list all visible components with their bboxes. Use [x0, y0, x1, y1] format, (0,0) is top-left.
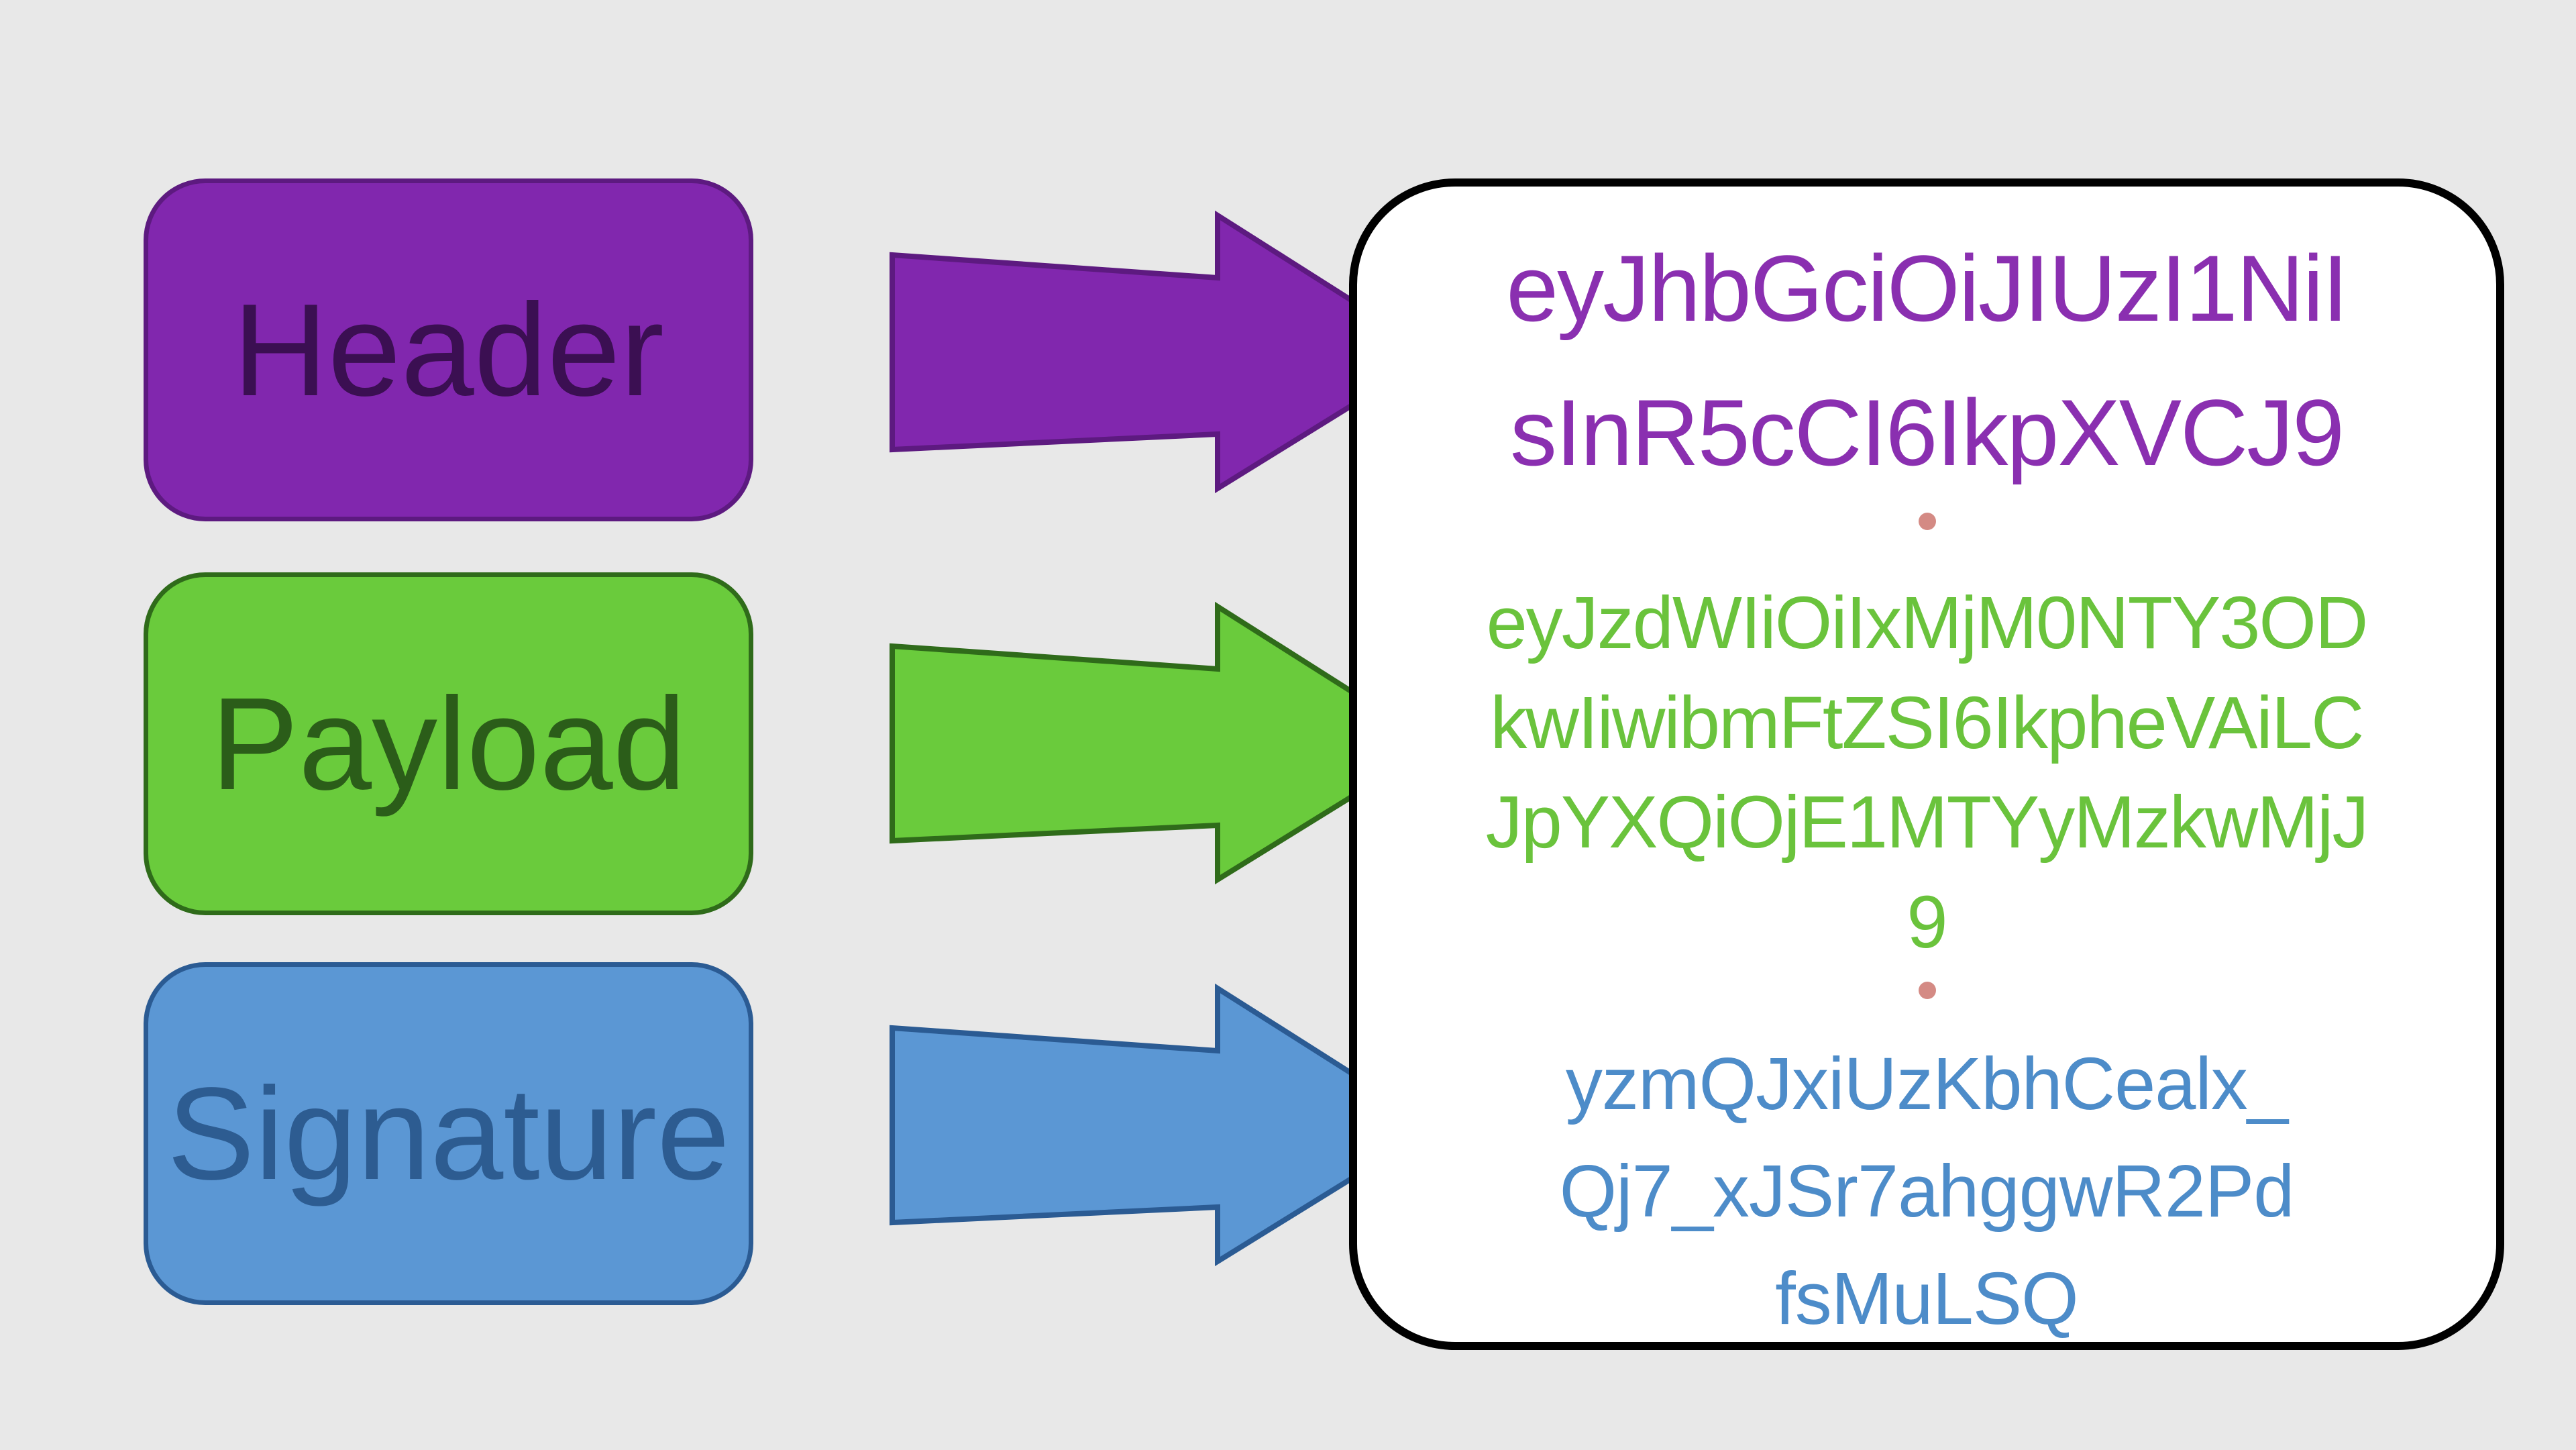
header-label: Header: [233, 276, 664, 423]
separator-dot: [1919, 513, 1936, 530]
signature-part-box: Signature: [144, 962, 753, 1305]
payload-part-box: Payload: [144, 572, 753, 915]
token-payload-line-1: eyJzdWIiOiIxMjM0NTY3OD: [1486, 582, 2369, 664]
token-payload-line-4: 9: [1907, 881, 1947, 964]
token-payload-line-3: JpYXQiOjE1MTYyMzkwMjJ: [1485, 781, 2369, 864]
token-signature-line-3: fsMuLSQ: [1775, 1257, 2078, 1340]
token-header-line-1: eyJhbGciOiJIUzI1NiI: [1506, 236, 2348, 341]
signature-label: Signature: [166, 1059, 731, 1207]
payload-label: Payload: [211, 670, 686, 817]
signature-arrow-icon: [890, 983, 1441, 1267]
payload-arrow-icon: [890, 601, 1441, 885]
token-header-line-2: sInR5cCI6IkpXVCJ9: [1509, 380, 2345, 485]
header-arrow-icon: [890, 210, 1441, 494]
separator-dot: [1919, 982, 1936, 999]
encoded-token-box: eyJhbGciOiJIUzI1NiI sInR5cCI6IkpXVCJ9 ey…: [1349, 178, 2504, 1350]
header-part-box: Header: [144, 178, 753, 521]
token-payload-line-2: kwIiwibmFtZSI6IkpheVAiLC: [1490, 682, 2365, 764]
token-signature-line-2: Qj7_xJSr7ahggwR2Pd: [1559, 1150, 2295, 1233]
token-signature-line-1: yzmQJxiUzKbhCealx_: [1565, 1043, 2288, 1125]
